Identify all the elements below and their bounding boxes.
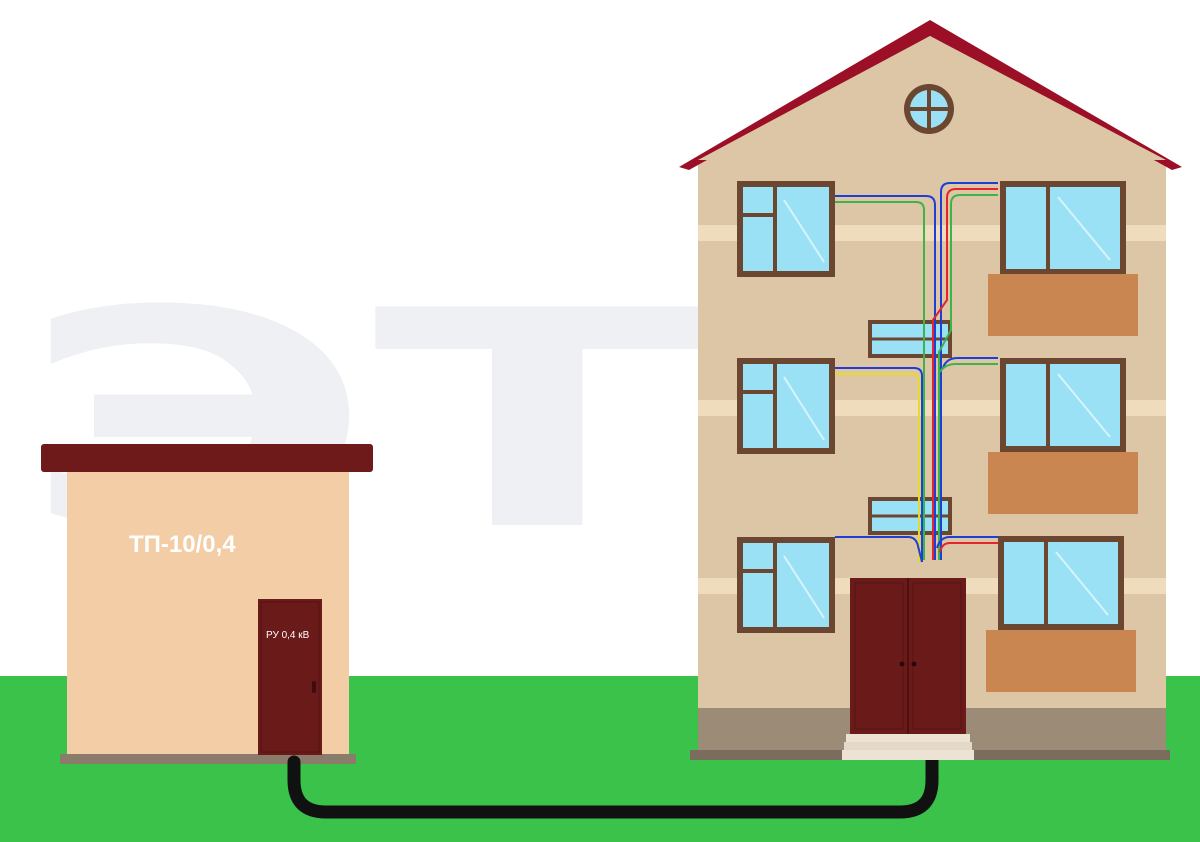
apartment-house xyxy=(679,20,1182,760)
window xyxy=(1000,358,1126,452)
underground-cable xyxy=(287,555,939,819)
attic-window xyxy=(904,84,954,134)
balcony xyxy=(986,630,1136,692)
balcony xyxy=(988,274,1138,336)
substation-roof xyxy=(41,444,373,472)
window xyxy=(737,358,835,454)
window xyxy=(737,181,835,277)
substation-door xyxy=(258,599,322,755)
substation-label: ТП-10/0,4 xyxy=(129,531,236,558)
window xyxy=(1000,181,1126,275)
building-wiring xyxy=(835,182,998,563)
entrance-door xyxy=(850,578,966,734)
transformer-substation: ТП-10/0,4 РУ 0,4 кВ xyxy=(41,444,373,764)
entrance-steps xyxy=(842,734,974,760)
door-label: РУ 0,4 кВ xyxy=(266,630,310,641)
substation-base xyxy=(60,754,356,764)
balcony xyxy=(988,452,1138,514)
window xyxy=(737,537,835,633)
window xyxy=(998,536,1124,630)
